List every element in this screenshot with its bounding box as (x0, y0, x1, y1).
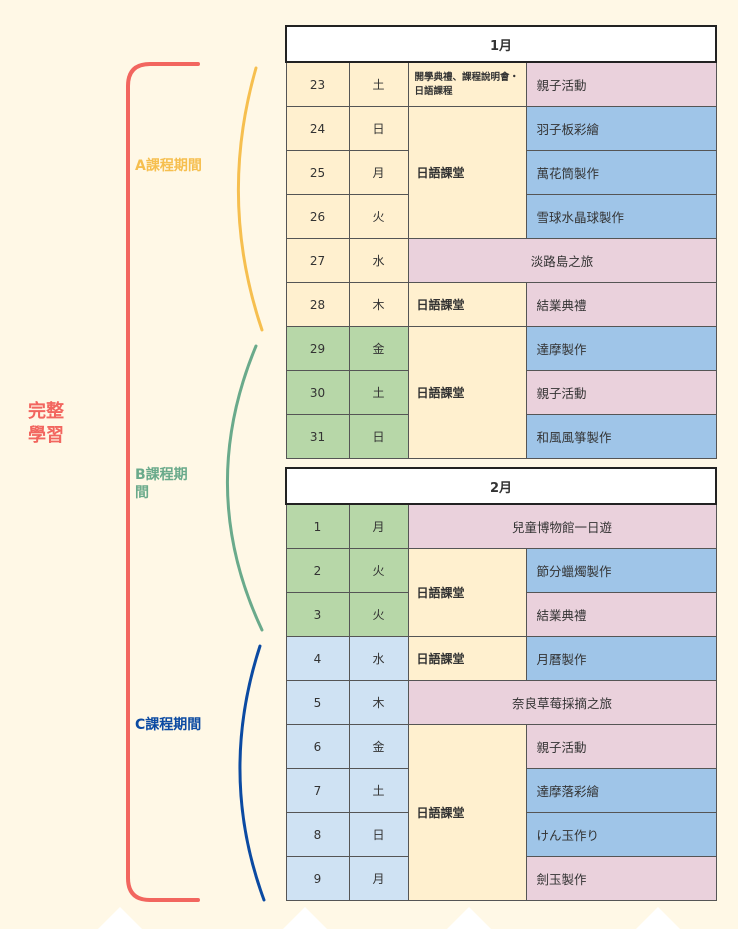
activity-cell: 結業典禮 (525, 282, 717, 327)
day-cell: 26 (285, 194, 350, 239)
day-cell: 9 (285, 856, 350, 901)
day-cell: 23 (285, 61, 350, 107)
class-cell: 日語課堂 (407, 106, 527, 239)
day-cell: 4 (285, 636, 350, 681)
weekday-cell: 金 (348, 724, 409, 769)
b-period-arc (226, 344, 264, 632)
full-bracket (126, 62, 200, 902)
activity-cell: 結業典禮 (525, 592, 717, 637)
day-cell: 1 (285, 503, 350, 549)
weekday-cell: 木 (348, 680, 409, 725)
activity-cell: 兒童博物館一日遊 (407, 503, 717, 549)
activity-cell: 親子活動 (525, 370, 717, 415)
table-row: 9 月 劍玉製作 (285, 856, 717, 901)
day-cell: 30 (285, 370, 350, 415)
c-period-arc (238, 644, 266, 902)
table-row: 26 火 雪球水晶球製作 (285, 194, 717, 239)
table-row: 24 日 日語課堂 羽子板彩繪 (285, 106, 717, 239)
table-row: 28 木 日語課堂 結業典禮 (285, 282, 717, 327)
weekday-cell: 火 (348, 548, 409, 593)
class-cell: 日語課堂 (407, 282, 527, 327)
day-cell: 31 (285, 414, 350, 459)
weekday-cell: 土 (348, 61, 409, 107)
b-period-label: B課程期 間 (135, 467, 188, 501)
activity-cell: 親子活動 (525, 724, 717, 769)
weekday-cell: 水 (348, 238, 409, 283)
day-cell: 27 (285, 238, 350, 283)
table-row: 23 土 開學典禮、課程說明會・日語課程 親子活動 (285, 61, 717, 107)
decor-triangle-3 (447, 907, 491, 929)
weekday-cell: 月 (348, 503, 409, 549)
weekday-cell: 木 (348, 282, 409, 327)
decor-triangle-1 (98, 907, 142, 929)
day-cell: 5 (285, 680, 350, 725)
class-cell: 開學典禮、課程說明會・日語課程 (407, 61, 527, 107)
month-header: 1月 (285, 25, 717, 63)
weekday-cell: 火 (348, 592, 409, 637)
weekday-cell: 土 (348, 370, 409, 415)
activity-cell: 達摩落彩繪 (525, 768, 717, 813)
class-cell: 日語課堂 (407, 326, 527, 459)
weekday-cell: 水 (348, 636, 409, 681)
decor-triangle-2 (283, 907, 327, 929)
a-period-arc (236, 66, 264, 332)
day-cell: 25 (285, 150, 350, 195)
activity-cell: 雪球水晶球製作 (525, 194, 717, 239)
day-cell: 2 (285, 548, 350, 593)
table-row: 7 土 達摩落彩繪 (285, 768, 717, 813)
table-row: 1 月 兒童博物館一日遊 (285, 503, 717, 549)
table-row: 3 火 結業典禮 (285, 592, 717, 637)
table-row: 31 日 和風風箏製作 (285, 414, 717, 459)
table-row: 29 金 日語課堂 達摩製作 (285, 326, 717, 459)
table-row: 30 土 親子活動 (285, 370, 717, 415)
decor-triangle-4 (636, 907, 680, 929)
month-header: 2月 (285, 467, 717, 505)
period-brackets (126, 62, 266, 902)
weekday-cell: 土 (348, 768, 409, 813)
day-cell: 3 (285, 592, 350, 637)
day-cell: 7 (285, 768, 350, 813)
weekday-cell: 日 (348, 812, 409, 857)
day-cell: 28 (285, 282, 350, 327)
c-period-label: C課程期間 (135, 717, 202, 733)
table-row: 27 水 淡路島之旅 (285, 238, 717, 283)
table-row: 25 月 萬花筒製作 (285, 150, 717, 195)
weekday-cell: 金 (348, 326, 409, 371)
class-cell: 日語課堂 (407, 548, 527, 637)
weekday-cell: 月 (348, 856, 409, 901)
table-row: 2 火 日語課堂 節分蠟燭製作 (285, 548, 717, 637)
activity-cell: 節分蠟燭製作 (525, 548, 717, 593)
day-cell: 6 (285, 724, 350, 769)
activity-cell: 親子活動 (525, 61, 717, 107)
activity-cell: けん玉作り (525, 812, 717, 857)
weekday-cell: 日 (348, 414, 409, 459)
weekday-cell: 月 (348, 150, 409, 195)
table-row: 6 金 日語課堂 親子活動 (285, 724, 717, 901)
activity-cell: 淡路島之旅 (407, 238, 717, 283)
table-row: 4 水 日語課堂 月曆製作 (285, 636, 717, 681)
day-cell: 29 (285, 326, 350, 371)
table-row: 8 日 けん玉作り (285, 812, 717, 857)
class-cell: 日語課堂 (407, 636, 527, 681)
day-cell: 24 (285, 106, 350, 151)
weekday-cell: 火 (348, 194, 409, 239)
a-period-label: A課程期間 (135, 158, 202, 174)
activity-cell: 羽子板彩繪 (525, 106, 717, 151)
activity-cell: 劍玉製作 (525, 856, 717, 901)
february-schedule: 2月 1 月 兒童博物館一日遊 2 火 日語課堂 節分蠟燭製作 3 火 結業典禮… (285, 467, 717, 901)
full-learning-label: 完整 學習 (28, 401, 64, 446)
class-cell: 日語課堂 (407, 724, 527, 901)
activity-cell: 達摩製作 (525, 326, 717, 371)
activity-cell: 和風風箏製作 (525, 414, 717, 459)
day-cell: 8 (285, 812, 350, 857)
activity-cell: 奈良草莓採摘之旅 (407, 680, 717, 725)
table-row: 5 木 奈良草莓採摘之旅 (285, 680, 717, 725)
activity-cell: 月曆製作 (525, 636, 717, 681)
weekday-cell: 日 (348, 106, 409, 151)
january-schedule: 1月 23 土 開學典禮、課程說明會・日語課程 親子活動 24 日 日語課堂 羽… (285, 25, 717, 459)
activity-cell: 萬花筒製作 (525, 150, 717, 195)
